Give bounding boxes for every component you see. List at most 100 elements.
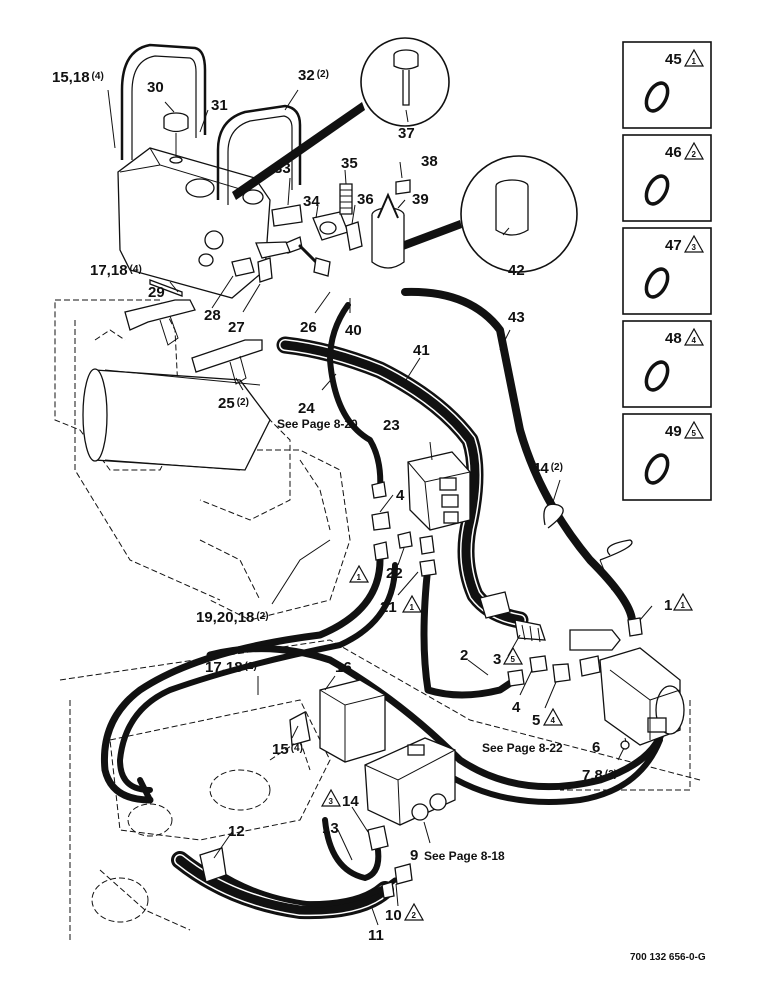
callout-22: 22	[386, 565, 403, 582]
callout-23: 23	[383, 417, 400, 434]
see-page-8-22: See Page 8-22	[482, 741, 563, 755]
o-ring-icon	[644, 453, 670, 485]
callout-19-20-18: 19,20,18(2)	[196, 609, 269, 626]
dipstick-detail	[232, 37, 450, 200]
legend-number: 49	[665, 423, 682, 440]
legend-item-49: 49 5	[622, 413, 712, 501]
callout-17-18-a: 17,18(4)	[90, 262, 142, 279]
pump-fittings	[479, 591, 643, 687]
hose-pump-return	[206, 645, 669, 791]
legend-delta	[683, 48, 705, 67]
filter-housing	[371, 179, 411, 269]
figure-id: 700 132 656-0-G	[630, 952, 706, 963]
callout-33: 33	[274, 160, 291, 177]
callout-40: 40	[345, 322, 362, 339]
callout-1: 1	[664, 597, 672, 614]
svg-text:1: 1	[410, 603, 415, 612]
hydraulic-reservoir	[117, 147, 271, 299]
delta-badges: 1 1 1 5 4 3 2	[320, 564, 694, 921]
legend-number: 46	[665, 144, 682, 161]
legend-number: 48	[665, 330, 682, 347]
delta-badge-14: 3	[320, 788, 342, 807]
svg-text:5: 5	[511, 655, 516, 664]
legend-delta	[683, 141, 705, 160]
legend-delta-number: 1	[692, 57, 697, 66]
callout-34: 34	[303, 193, 320, 210]
callout-28: 28	[204, 307, 221, 324]
o-ring-icon	[644, 267, 670, 299]
callout-27: 27	[228, 319, 245, 336]
delta-badge-21: 1	[401, 594, 423, 613]
legend-delta	[683, 327, 705, 346]
hose-13	[322, 817, 382, 881]
valve-fittings	[371, 481, 437, 577]
filler-cap	[163, 112, 189, 164]
hose-2	[420, 562, 519, 699]
svg-text:1: 1	[357, 573, 362, 582]
delta-badge-10: 2	[403, 902, 425, 921]
callout-4-lower: 4	[512, 699, 521, 716]
svg-text:3: 3	[329, 797, 334, 806]
callout-31: 31	[211, 97, 228, 114]
callout-36: 36	[357, 191, 374, 208]
o-ring-icon	[644, 81, 670, 113]
legend-delta-number: 2	[692, 150, 697, 159]
callout-21: 21	[380, 599, 397, 616]
lower-valve-bracket	[319, 679, 386, 763]
callout-24: 24	[298, 400, 315, 417]
callout-10: 10	[385, 907, 402, 924]
legend-delta-number: 4	[692, 336, 697, 345]
legend-delta-number: 3	[692, 243, 697, 252]
callout-42: 42	[508, 262, 525, 279]
callout-12: 12	[228, 823, 245, 840]
hose-24	[327, 302, 384, 493]
tank-handles	[120, 43, 302, 205]
callout-39: 39	[412, 191, 429, 208]
callout-16: 16	[335, 659, 352, 676]
callout-35: 35	[341, 155, 358, 172]
svg-text:4: 4	[551, 716, 556, 725]
callout-30: 30	[147, 79, 164, 96]
callout-9: 9	[410, 847, 418, 864]
callout-11: 11	[368, 927, 384, 944]
delta-badge-5: 4	[542, 707, 564, 726]
leader-lines	[107, 89, 653, 926]
hose-lower-loop	[100, 556, 384, 804]
callout-17-18-b: 17,18(2)	[205, 659, 257, 676]
callout-7-8: 7,8(2)	[582, 767, 617, 784]
legend-item-46: 46 2	[622, 134, 712, 222]
callout-2: 2	[460, 647, 468, 664]
callout-38: 38	[421, 153, 438, 170]
tank-brackets	[124, 257, 273, 385]
callout-14: 14	[342, 793, 359, 810]
callout-15-lower: 15(4)	[272, 741, 303, 758]
see-page-8-20: See Page 8-20	[277, 417, 358, 431]
callout-37: 37	[398, 125, 415, 142]
callout-3: 3	[493, 651, 501, 668]
see-page-8-18: See Page 8-18	[424, 849, 505, 863]
callout-6: 6	[592, 739, 600, 756]
svg-text:1: 1	[681, 601, 686, 610]
delta-badge-1: 1	[672, 592, 694, 611]
hydraulic-pump	[599, 647, 685, 750]
callout-41: 41	[413, 342, 430, 359]
callout-4-upper: 4	[396, 487, 405, 504]
cable-ties	[543, 503, 633, 591]
callout-29: 29	[148, 284, 165, 301]
control-valve	[407, 451, 471, 531]
callout-44: 44(2)	[532, 460, 563, 477]
axle-tube	[82, 368, 271, 471]
lower-control-valve	[364, 737, 456, 826]
hose-43	[401, 287, 636, 624]
tank-fittings	[255, 183, 363, 277]
callout-32: 32(2)	[298, 67, 329, 84]
callout-13: 13	[322, 820, 339, 837]
legend-delta-number: 5	[692, 429, 697, 438]
o-ring-icon	[644, 174, 670, 206]
lower-fittings	[199, 711, 413, 899]
o-ring-icon	[644, 360, 670, 392]
